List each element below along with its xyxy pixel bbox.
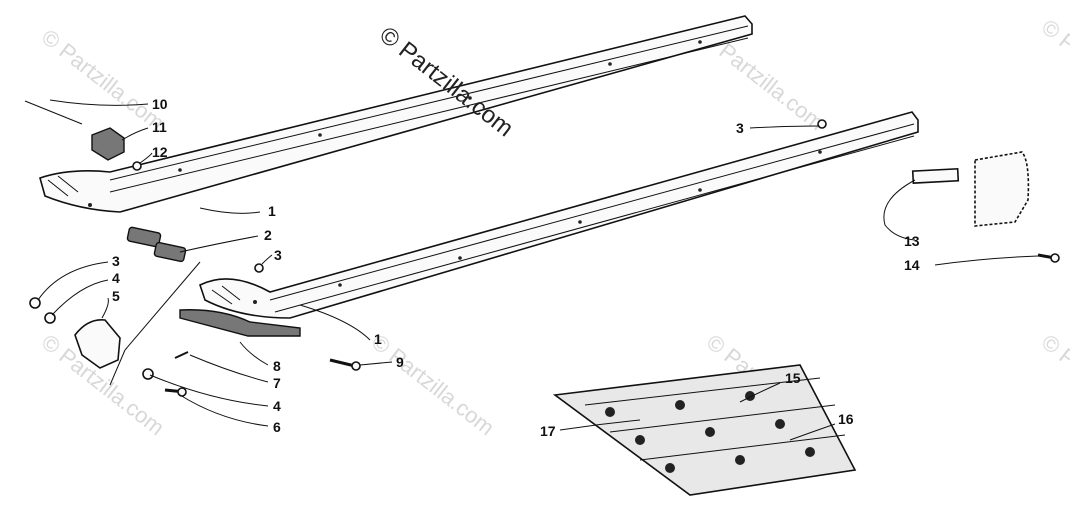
callout-8: 8 (273, 358, 281, 374)
callout-3: 3 (736, 120, 744, 136)
washer-4b (142, 368, 154, 380)
callout-3: 3 (112, 253, 120, 269)
callout-1: 1 (268, 203, 276, 219)
rail-spacers (126, 226, 187, 263)
stopper-block (91, 127, 125, 161)
callout-10: 10 (152, 96, 168, 112)
callout-1: 1 (374, 331, 382, 347)
callout-17: 17 (540, 423, 556, 439)
rail-tip (74, 318, 121, 369)
rear-bracket (911, 151, 1030, 227)
callout-2: 2 (264, 227, 272, 243)
watermark-tile: © Partzilla.com (367, 329, 499, 440)
washer-3a (29, 297, 41, 309)
slide-rail-upper (39, 15, 753, 213)
callout-9: 9 (396, 354, 404, 370)
callout-11: 11 (152, 119, 167, 135)
callout-16: 16 (838, 411, 854, 427)
watermark-tile: © Partzilla.com (1037, 329, 1070, 440)
slide-rail-lower (199, 111, 919, 319)
callouts: 10 11 12 1 2 3 3 4 5 3 1 9 8 7 4 6 13 14… (112, 96, 920, 439)
callout-4: 4 (112, 270, 120, 286)
washer-12 (132, 161, 142, 171)
track-assembly (552, 364, 857, 496)
callout-6: 6 (273, 419, 281, 435)
callout-15: 15 (785, 370, 801, 386)
callout-12: 12 (152, 144, 168, 160)
callout-3: 3 (274, 247, 282, 263)
watermark-tile: © Partzilla.com (37, 24, 169, 135)
callout-13: 13 (904, 233, 920, 249)
callout-7: 7 (273, 375, 281, 391)
watermark-tile: © Partzilla.com (1037, 14, 1070, 125)
washer-3c (817, 119, 827, 129)
callout-5: 5 (112, 288, 120, 304)
callout-4: 4 (273, 398, 281, 414)
bolts (164, 253, 1060, 397)
callout-14: 14 (904, 257, 920, 273)
wear-strip (179, 309, 301, 337)
leader-lines (37, 99, 1039, 441)
washer-4a (44, 312, 56, 324)
washer-3b (254, 263, 264, 273)
